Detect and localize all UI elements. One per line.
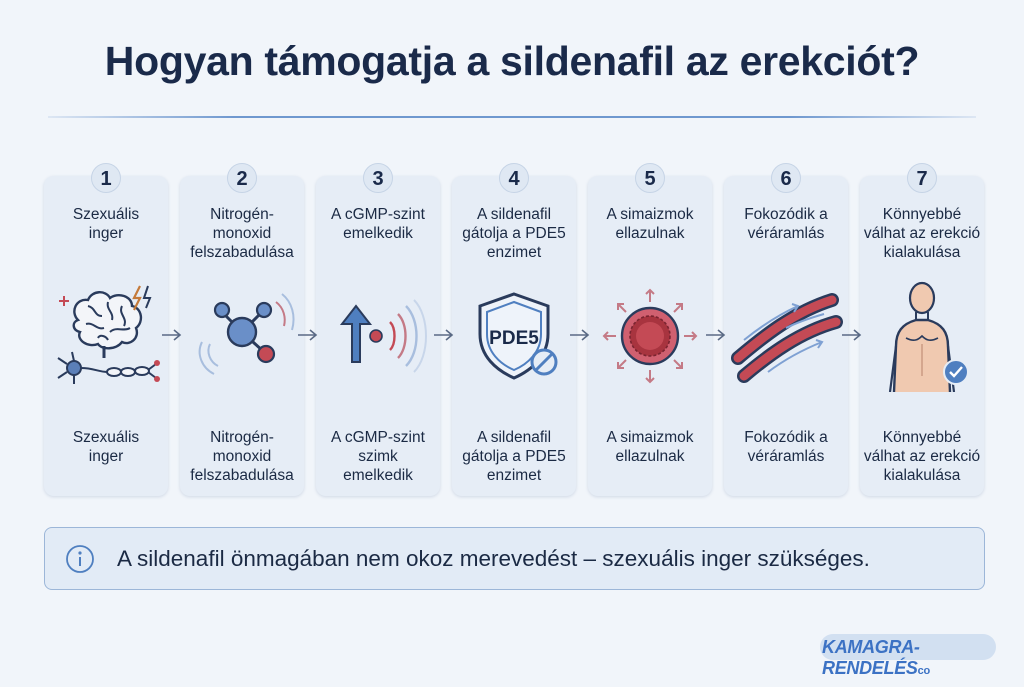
shield-block-icon: PDE5	[478, 292, 558, 380]
arrow-right-icon	[298, 329, 318, 341]
step-card-4: A sildenafil gátolja a PDE5 enzimet PDE5…	[452, 176, 576, 496]
arrow-right-icon	[434, 329, 454, 341]
arrow-right-icon	[842, 329, 862, 341]
step-number-3: 3	[363, 163, 393, 193]
step-4-top-label: A sildenafil gátolja a PDE5 enzimet	[462, 206, 566, 261]
brain-neuron-icon	[57, 285, 160, 384]
step-6-bottom-label: Fokozódik a véráramlás	[744, 429, 828, 465]
step-5-top-label: A simaizmok ellazulnak	[606, 206, 694, 242]
step-2-top-label: Nitrogén- monoxid felszabadulása	[190, 206, 294, 261]
process-steps: Szexuális inger Szexuális inger 1 Nitrog…	[44, 163, 984, 496]
page-title: Hogyan támogatja a sildenafil az erekció…	[104, 38, 920, 84]
step-number-1: 1	[91, 163, 121, 193]
step-card-6: Fokozódik a véráramlás Fokozódik a vérár…	[724, 176, 848, 496]
step-card-1: Szexuális inger Szexuális inger	[44, 176, 168, 496]
blood-flow-icon	[731, 293, 843, 383]
title-divider	[48, 116, 976, 118]
step-card-5: A simaizmok ellazulnak A simaizmok ellaz…	[588, 176, 712, 496]
step-number-7: 7	[907, 163, 937, 193]
step-7-bottom-label: Könnyebbé válhat az erekció kialakulása	[863, 429, 981, 484]
molecule-icon	[198, 293, 295, 375]
step-6-top-label: Fokozódik a véráramlás	[744, 206, 828, 242]
pde5-label: PDE5	[489, 328, 539, 349]
step-1-bottom-label: Szexuális inger	[72, 429, 140, 465]
step-number-6: 6	[771, 163, 801, 193]
step-2-bottom-label: Nitrogén- monoxid felszabadulása	[190, 429, 294, 484]
info-note: A sildenafil önmagában nem okoz merevedé…	[44, 527, 985, 590]
step-7-top-label: Könnyebbé válhat az erekció kialakulása	[863, 206, 981, 261]
step-number-5: 5	[635, 163, 665, 193]
step-number-4: 4	[499, 163, 529, 193]
arrow-right-icon	[162, 329, 182, 341]
info-icon	[66, 545, 94, 573]
step-card-2: Nitrogén- monoxid felszabadulása Nitrogé…	[180, 176, 304, 496]
arrow-right-icon	[706, 329, 726, 341]
watermark-text: KAMAGRA-RENDELÉSco	[822, 637, 930, 678]
arrow-right-icon	[570, 329, 590, 341]
step-1-top-label: Szexuális inger	[72, 206, 140, 242]
step-card-3: A cGMP-szint emelkedik A cGMP-szint szim…	[316, 176, 440, 496]
level-up-icon	[339, 299, 427, 373]
step-5-bottom-label: A simaizmok ellazulnak	[606, 429, 694, 465]
body-check-icon	[888, 281, 969, 392]
pill-logo-icon	[820, 634, 996, 660]
step-3-top-label: A cGMP-szint emelkedik	[331, 206, 425, 242]
vessel-relax-icon	[602, 288, 698, 384]
step-card-7: Könnyebbé válhat az erekció kialakulása …	[860, 176, 984, 496]
step-4-bottom-label: A sildenafil gátolja a PDE5 enzimet	[462, 429, 566, 484]
info-note-text: A sildenafil önmagában nem okoz merevedé…	[117, 546, 870, 571]
watermark-logo: KAMAGRA-RENDELÉSco	[818, 630, 1008, 678]
step-3-bottom-label: A cGMP-szint szimk emelkedik	[331, 429, 425, 484]
step-number-2: 2	[227, 163, 257, 193]
